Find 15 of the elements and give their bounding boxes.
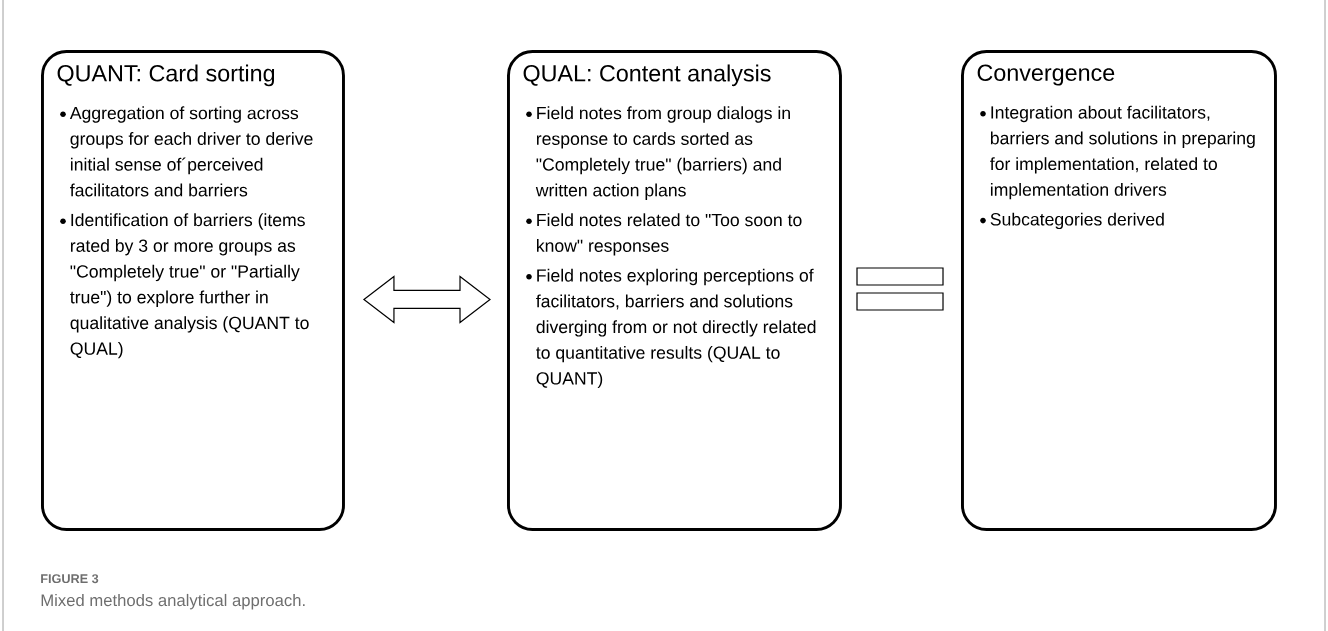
- figure-number: FIGURE 3: [41, 574, 99, 584]
- box-heading: Convergence: [977, 64, 1115, 86]
- bullet-text: Subcategories derived: [990, 212, 1164, 230]
- bullet-text: Field notes exploring perceptions of facilitators, barriers and solutions diverging from or not directly related to quantitative results (QUAL to QUANT): [536, 268, 816, 389]
- text-box: [961, 50, 1277, 531]
- bullet-text: Aggregation of sorting across groups for each driver to derive initial sense of´perceived facilitators and barriers: [69, 106, 313, 197]
- figure-caption: Mixed methods analytical approach.: [41, 593, 305, 610]
- box-heading: QUAL: Content analysis: [523, 64, 771, 87]
- bullet-text: Field notes related to "Too soon to know" responses: [537, 213, 802, 256]
- text-box: [507, 50, 842, 531]
- text-box: [41, 50, 345, 531]
- bullet-text: Integration about facilitators, barriers and solutions in preparing for implementation, related to implementation drivers: [990, 105, 1255, 200]
- box-heading: QUANT: Card sorting: [57, 64, 275, 87]
- bullet-text: Field notes from group dialogs in response to cards sorted as "Completely true" (barriers) and written action plans: [535, 106, 790, 200]
- bullet-text: Identification of barriers (items rated by 3 or more groups as "Completely true" or "Partially true") to explore further in qualitative analysis (QUANT to QUAL): [70, 213, 309, 359]
